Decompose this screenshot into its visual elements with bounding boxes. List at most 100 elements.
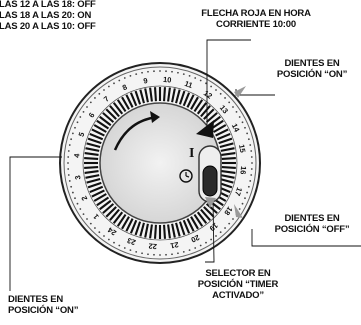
segment-tooth[interactable] [190,96,199,110]
segment-tooth[interactable] [85,147,100,152]
segment-tooth[interactable] [125,94,134,108]
segment-tooth[interactable] [219,142,234,148]
segment-tooth[interactable] [129,219,138,234]
segment-tooth[interactable] [175,89,181,104]
hour-number: 18 [222,205,234,217]
segment-tooth[interactable] [96,119,110,130]
segment-tooth[interactable] [85,174,100,179]
segment-tooth[interactable] [109,208,120,221]
segment-tooth[interactable] [219,178,234,184]
minute-dot [177,71,179,74]
segment-tooth[interactable] [221,170,236,174]
segment-tooth[interactable] [149,224,153,239]
minute-dot [141,71,143,74]
segment-tooth[interactable] [182,219,191,234]
segment-tooth[interactable] [218,137,233,145]
segment-tooth[interactable] [203,206,215,218]
segment-tooth[interactable] [86,178,101,184]
segment-tooth[interactable] [89,185,104,194]
segment-tooth[interactable] [96,196,110,207]
segment-tooth[interactable] [139,89,145,104]
segment-tooth[interactable] [205,203,218,214]
segment-tooth[interactable] [116,99,127,113]
segment-tooth[interactable] [190,216,199,230]
segment-tooth[interactable] [196,211,208,224]
segment-tooth[interactable] [153,224,157,239]
segment-tooth[interactable] [196,102,208,115]
segment-tooth[interactable] [178,221,186,236]
segment-tooth[interactable] [121,96,130,110]
segment-tooth[interactable] [84,170,99,174]
segment-tooth[interactable] [89,132,104,141]
segment-tooth[interactable] [102,203,115,214]
segment-tooth[interactable] [116,213,127,227]
segment-tooth[interactable] [112,211,124,224]
minute-dot [82,110,85,113]
schedule-list: LAS 12 A LAS 18: OFF LAS 18 A LAS 20: ON… [0,0,96,32]
segment-tooth[interactable] [171,88,176,103]
segment-tooth[interactable] [125,218,134,232]
segment-tooth[interactable] [221,166,236,170]
segment-tooth[interactable] [178,90,186,105]
segment-tooth[interactable] [193,213,204,227]
segment-tooth[interactable] [186,218,195,232]
segment-tooth[interactable] [134,221,142,236]
segment-tooth[interactable] [200,208,211,221]
segment-tooth[interactable] [109,105,120,118]
segment-tooth[interactable] [220,147,235,152]
minute-dot [224,97,226,99]
minute-dot [228,101,231,104]
segment-tooth[interactable] [105,206,117,218]
segment-tooth[interactable] [102,112,115,123]
segment-tooth[interactable] [91,189,105,198]
segment-tooth[interactable] [193,99,204,113]
segment-tooth[interactable] [163,224,167,239]
segment-tooth[interactable] [149,87,153,102]
segment-tooth[interactable] [134,90,142,105]
segment-tooth[interactable] [99,115,112,127]
segment-tooth[interactable] [175,222,181,237]
segment-tooth[interactable] [87,181,102,189]
selector-knob[interactable] [202,165,218,197]
segment-tooth[interactable] [86,142,101,148]
minute-dot [107,238,110,241]
minute-dot [94,227,96,229]
segment-tooth[interactable] [215,128,229,137]
segment-tooth[interactable] [163,87,167,102]
teeth-outer-ring [82,85,238,241]
segment-tooth[interactable] [167,224,171,239]
dial-inner-rim [63,66,257,260]
segment-tooth[interactable] [221,152,236,156]
segment-tooth[interactable] [84,156,99,160]
leader-teeth-on-bottom [9,156,62,291]
segment-tooth[interactable] [99,199,112,211]
segment-tooth[interactable] [221,156,236,160]
segment-tooth[interactable] [112,102,124,115]
segment-tooth[interactable] [87,137,102,145]
segment-tooth[interactable] [153,87,157,102]
segment-tooth[interactable] [167,87,171,102]
minute-dot [219,92,222,95]
segment-tooth[interactable] [205,112,218,123]
segment-tooth[interactable] [93,193,107,202]
segment-tooth[interactable] [84,166,99,170]
segment-tooth[interactable] [144,88,149,103]
segment-tooth[interactable] [139,222,145,237]
segment-tooth[interactable] [129,92,138,107]
segment-tooth[interactable] [186,94,195,108]
segment-tooth[interactable] [144,223,149,238]
segment-tooth[interactable] [171,223,176,238]
segment-tooth[interactable] [84,152,99,156]
segment-tooth[interactable] [220,174,235,179]
segment-tooth[interactable] [91,128,105,137]
segment-tooth[interactable] [216,132,231,141]
segment-tooth[interactable] [200,105,211,118]
segment-tooth[interactable] [213,124,227,133]
segment-tooth[interactable] [182,92,191,107]
hour-number: 22 [148,241,157,251]
segment-tooth[interactable] [93,124,107,133]
segment-tooth[interactable] [121,216,130,230]
segment-tooth[interactable] [105,108,117,120]
segment-tooth[interactable] [203,108,215,120]
on-symbol: I [189,146,194,161]
